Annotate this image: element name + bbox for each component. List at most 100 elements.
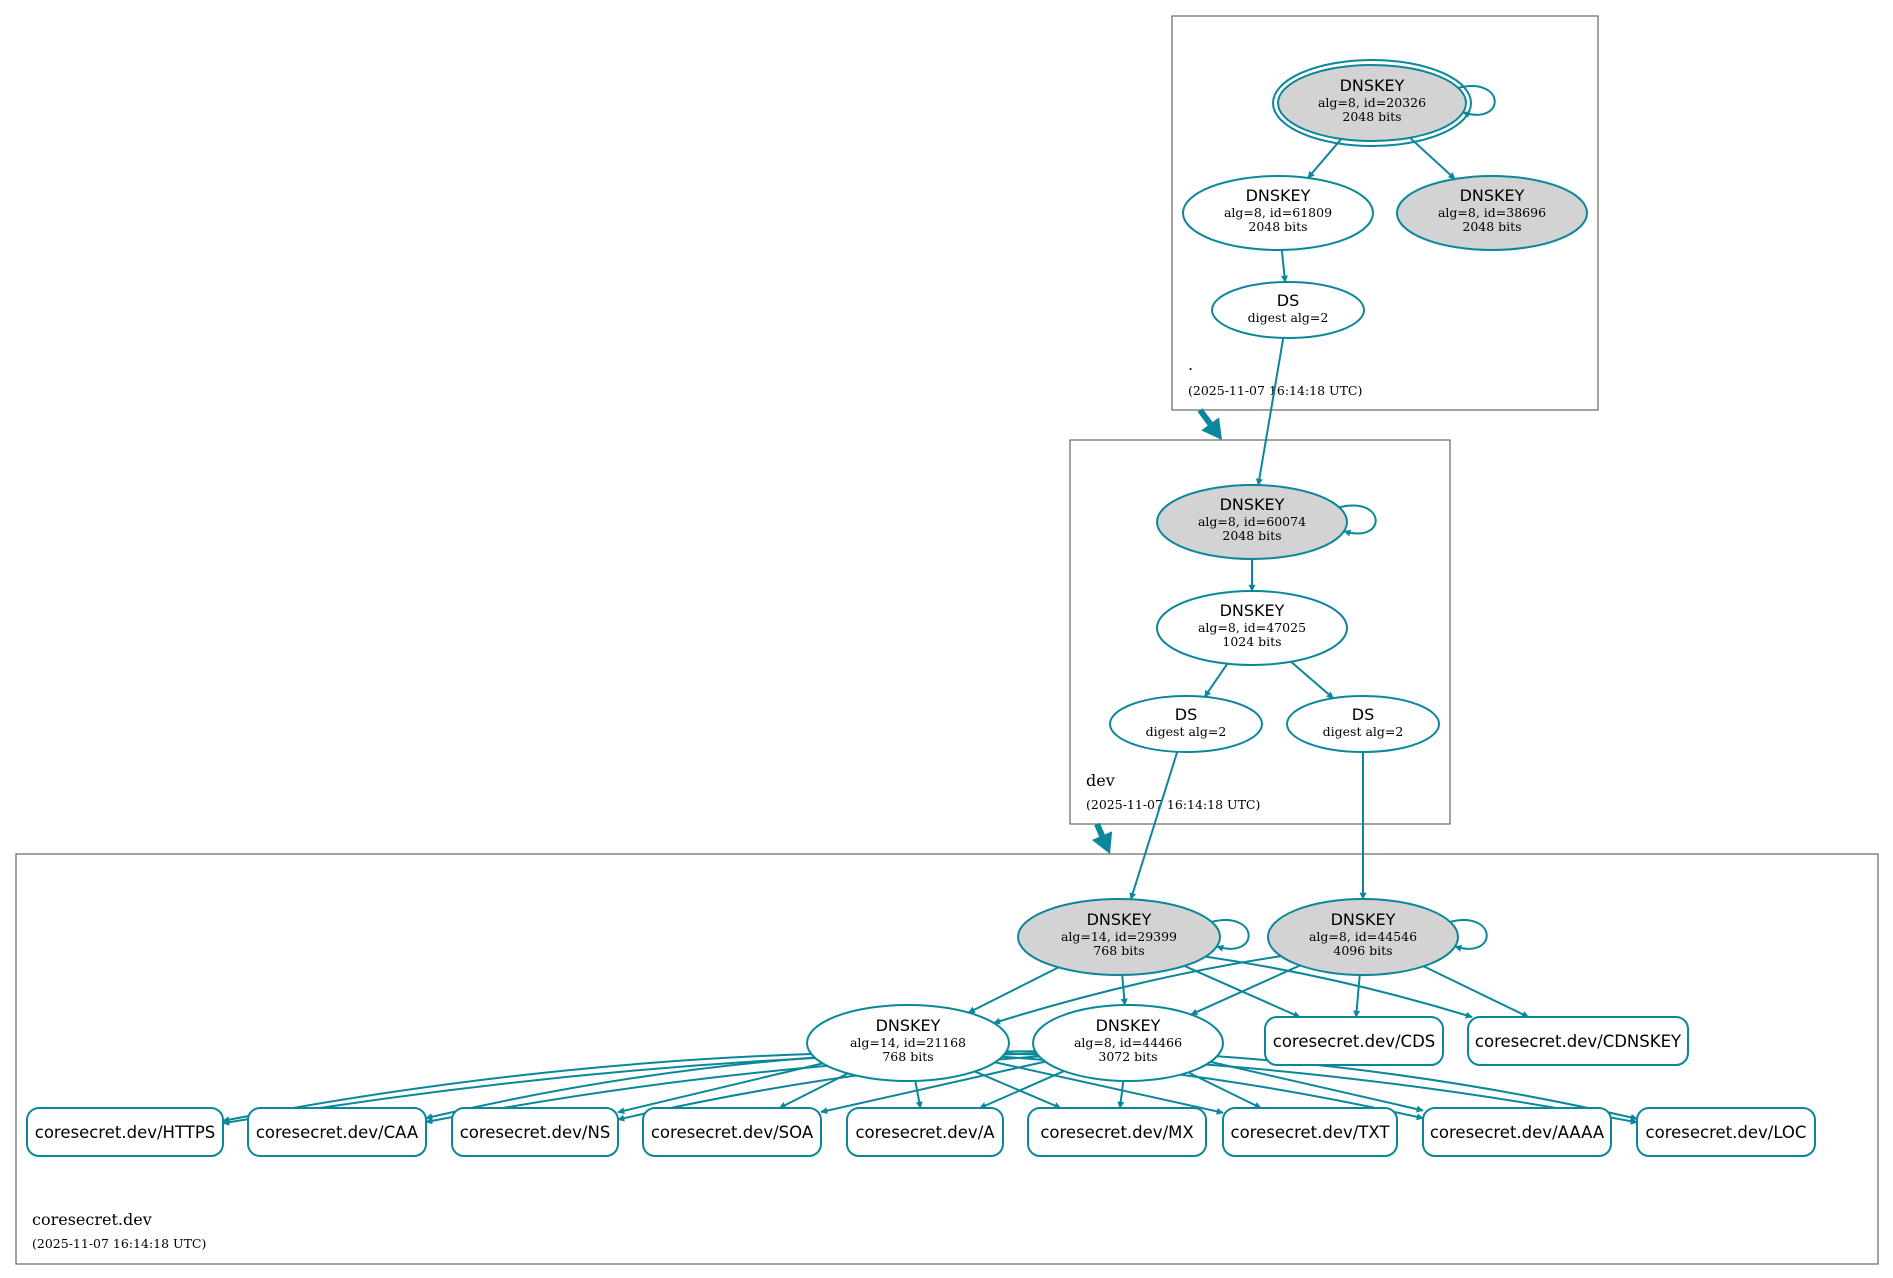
- zone-name: dev: [1086, 771, 1115, 790]
- node-alg-label: digest alg=2: [1248, 310, 1329, 325]
- node-title-label: DNSKEY: [876, 1016, 941, 1035]
- node-alg-label: alg=8, id=38696: [1438, 205, 1546, 220]
- signature-edge: [1423, 965, 1530, 1018]
- rrset-node-mx[interactable]: coresecret.dev/MX: [1027, 1107, 1207, 1157]
- zone-timestamp: (2025-11-07 16:14:18 UTC): [1086, 797, 1260, 812]
- node-title-label: DNSKEY: [1220, 601, 1285, 620]
- node-shape: [806, 1004, 1010, 1082]
- node-title-label: DNSKEY: [1331, 910, 1396, 929]
- delegation-arrow: [1197, 408, 1222, 440]
- node-bits-label: 2048 bits: [1342, 109, 1401, 124]
- node-alg-label: alg=8, id=61809: [1224, 205, 1332, 220]
- node-shape: [247, 1107, 427, 1157]
- signature-edge: [222, 1052, 812, 1124]
- delegation-arrow: [1091, 822, 1113, 854]
- node-shape: [1286, 695, 1440, 753]
- rrset-label: coresecret.dev/SOA: [651, 1123, 814, 1142]
- signature-edge: [425, 1056, 815, 1121]
- node-title-label: DNSKEY: [1087, 910, 1152, 929]
- node-bits-label: 1024 bits: [1222, 634, 1281, 649]
- rrset-node-https[interactable]: coresecret.dev/HTTPS: [26, 1107, 224, 1157]
- zone-name: coresecret.dev: [32, 1210, 152, 1229]
- rrset-node-soa[interactable]: coresecret.dev/SOA: [642, 1107, 822, 1157]
- node-shape: [1267, 898, 1459, 976]
- node-alg-label: alg=8, id=44466: [1074, 1035, 1182, 1050]
- zone-name: .: [1188, 355, 1193, 374]
- signature-edge: [1211, 919, 1250, 952]
- node-bits-label: 4096 bits: [1333, 943, 1392, 958]
- rrset-label: coresecret.dev/HTTPS: [35, 1123, 216, 1142]
- signature-edge: [1339, 504, 1377, 537]
- node-shape: [1222, 1107, 1398, 1157]
- node-title-label: DS: [1352, 705, 1374, 724]
- signature-edge: [1210, 1060, 1424, 1113]
- node-bits-label: 768 bits: [882, 1049, 933, 1064]
- signature-edge: [1290, 660, 1334, 699]
- node-shape: [1211, 281, 1365, 339]
- node-shape: [642, 1107, 822, 1157]
- rrset-node-aaaa[interactable]: coresecret.dev/AAAA: [1422, 1107, 1612, 1157]
- rrset-label: coresecret.dev/CDNSKEY: [1475, 1032, 1682, 1051]
- rrset-label: coresecret.dev/NS: [460, 1123, 611, 1142]
- node-bits-label: 2048 bits: [1248, 219, 1307, 234]
- rrset-node-a[interactable]: coresecret.dev/A: [846, 1107, 1004, 1157]
- node-shape: [26, 1107, 224, 1157]
- rrset-node-ns[interactable]: coresecret.dev/NS: [451, 1107, 619, 1157]
- rrset-label: coresecret.dev/A: [855, 1123, 995, 1142]
- signature-edge: [1458, 85, 1496, 118]
- signature-edge: [1117, 1080, 1125, 1109]
- signature-edge: [967, 966, 1059, 1014]
- rrset-label: coresecret.dev/MX: [1040, 1123, 1193, 1142]
- signature-edge: [1187, 1071, 1262, 1109]
- node-shape: [451, 1107, 619, 1157]
- signature-edge: [914, 1080, 923, 1109]
- node-title-label: DNSKEY: [1246, 186, 1311, 205]
- node-shape: [1156, 484, 1348, 560]
- node-shape: [1277, 64, 1467, 142]
- rrset-node-caa[interactable]: coresecret.dev/CAA: [247, 1107, 427, 1157]
- node-shape: [1636, 1107, 1816, 1157]
- signature-edge: [974, 1070, 1062, 1109]
- node-title-label: DNSKEY: [1096, 1016, 1161, 1035]
- signature-edge: [1190, 964, 1301, 1016]
- signature-edge: [1353, 974, 1361, 1018]
- node-alg-label: alg=8, id=44546: [1309, 929, 1417, 944]
- rrset-node-txt[interactable]: coresecret.dev/TXT: [1222, 1107, 1398, 1157]
- signature-edge: [993, 955, 1282, 1025]
- node-title-label: DS: [1175, 705, 1197, 724]
- node-shape: [1027, 1107, 1207, 1157]
- signature-edge: [994, 1061, 1224, 1115]
- signature-edge: [617, 1062, 823, 1115]
- signature-edge: [1129, 751, 1179, 900]
- signature-edge: [1280, 249, 1288, 283]
- rrset-node-cdnskey[interactable]: coresecret.dev/CDNSKEY: [1467, 1016, 1689, 1066]
- rrset-node-loc[interactable]: coresecret.dev/LOC: [1636, 1107, 1816, 1157]
- node-alg-label: digest alg=2: [1146, 724, 1227, 739]
- node-shape: [1396, 175, 1588, 251]
- node-shape: [1032, 1004, 1224, 1082]
- signature-edge: [1307, 138, 1343, 179]
- node-alg-label: alg=8, id=60074: [1198, 514, 1306, 529]
- node-alg-label: alg=8, id=47025: [1198, 620, 1306, 635]
- zone-timestamp: (2025-11-07 16:14:18 UTC): [32, 1236, 206, 1251]
- node-bits-label: 2048 bits: [1462, 219, 1521, 234]
- node-bits-label: 3072 bits: [1098, 1049, 1157, 1064]
- node-alg-label: digest alg=2: [1323, 724, 1404, 739]
- node-title-label: DNSKEY: [1220, 495, 1285, 514]
- signature-edge: [1120, 974, 1128, 1006]
- rrset-label: coresecret.dev/LOC: [1646, 1123, 1807, 1142]
- rrset-node-cds[interactable]: coresecret.dev/CDS: [1264, 1016, 1444, 1066]
